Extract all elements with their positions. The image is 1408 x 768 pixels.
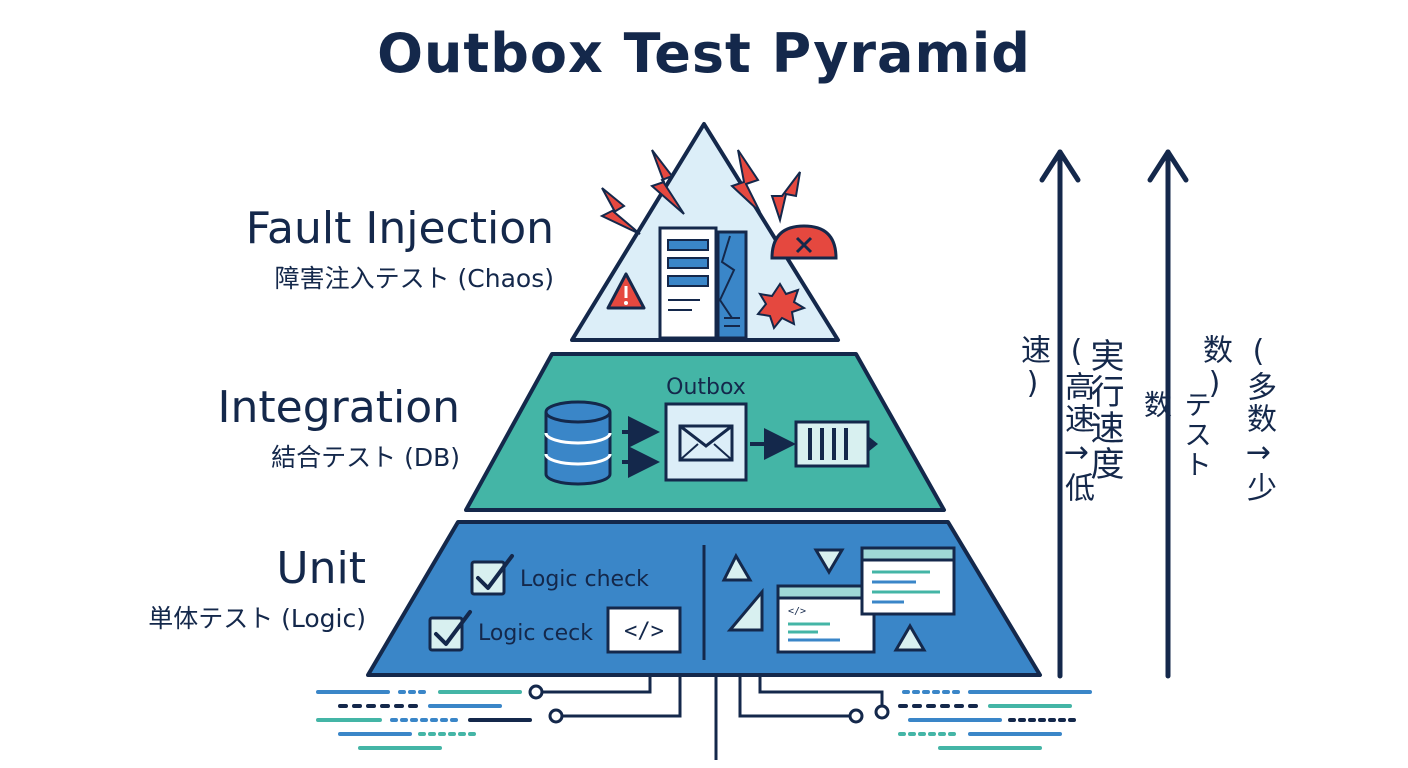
error-icon (770, 224, 838, 260)
svg-text:</>: </> (788, 606, 806, 617)
speed-axis-arrow (1039, 149, 1081, 679)
logic-check-label-2: Logic ceck (478, 621, 593, 646)
unit-label: Unit 単体テスト (Logic) (60, 543, 366, 635)
code-tag-icon: </> (624, 619, 664, 644)
unit-title: Unit (276, 543, 366, 594)
triangle-icon (893, 623, 927, 652)
code-window-icon (860, 546, 956, 616)
database-icon (544, 400, 612, 486)
burst-icon (756, 282, 807, 331)
integration-layer: Outbox (464, 352, 946, 512)
lightning-icon (599, 187, 641, 235)
speed-axis-title: 実行速度 (1084, 338, 1124, 482)
outbox-label: Outbox (666, 375, 746, 400)
count-axis-arrow (1147, 149, 1189, 679)
checkbox-icon (470, 554, 514, 596)
triangle-icon (721, 552, 753, 582)
lightning-icon (730, 149, 761, 213)
code-tag-box (606, 606, 682, 654)
page-title: Outbox Test Pyramid (377, 22, 1031, 85)
fault-injection-label: Fault Injection 障害注入テスト (Chaos) (150, 203, 554, 295)
warning-icon (606, 272, 646, 310)
circuit-decoration (528, 675, 890, 760)
unit-layer: Logic check Logic ceck </> </> (366, 520, 1042, 677)
fault-injection-subtitle: 障害注入テスト (Chaos) (274, 264, 554, 294)
message-queue-icon (794, 420, 878, 468)
envelope-icon (664, 402, 748, 482)
server-icon (658, 226, 748, 340)
integration-title: Integration (217, 382, 460, 433)
checkbox-icon (428, 610, 472, 652)
triangle-icon (726, 587, 764, 632)
triangle-icon (813, 548, 845, 575)
fault-injection-title: Fault Injection (245, 203, 554, 254)
count-range-label: (多数→少数) (1197, 334, 1276, 504)
data-stream-decoration (316, 690, 1092, 750)
integration-subtitle: 結合テスト (DB) (271, 443, 460, 473)
lightning-icon (650, 149, 685, 215)
logic-check-label-1: Logic check (520, 567, 649, 592)
integration-label: Integration 結合テスト (DB) (150, 382, 460, 474)
fault-injection-layer (570, 122, 840, 342)
count-axis-title: テスト数 (1140, 390, 1213, 480)
code-window-icon: </> (776, 584, 876, 654)
lightning-icon (770, 171, 801, 224)
speed-range-label: (高速→低速) (1015, 334, 1094, 504)
unit-subtitle: 単体テスト (Logic) (148, 604, 366, 634)
